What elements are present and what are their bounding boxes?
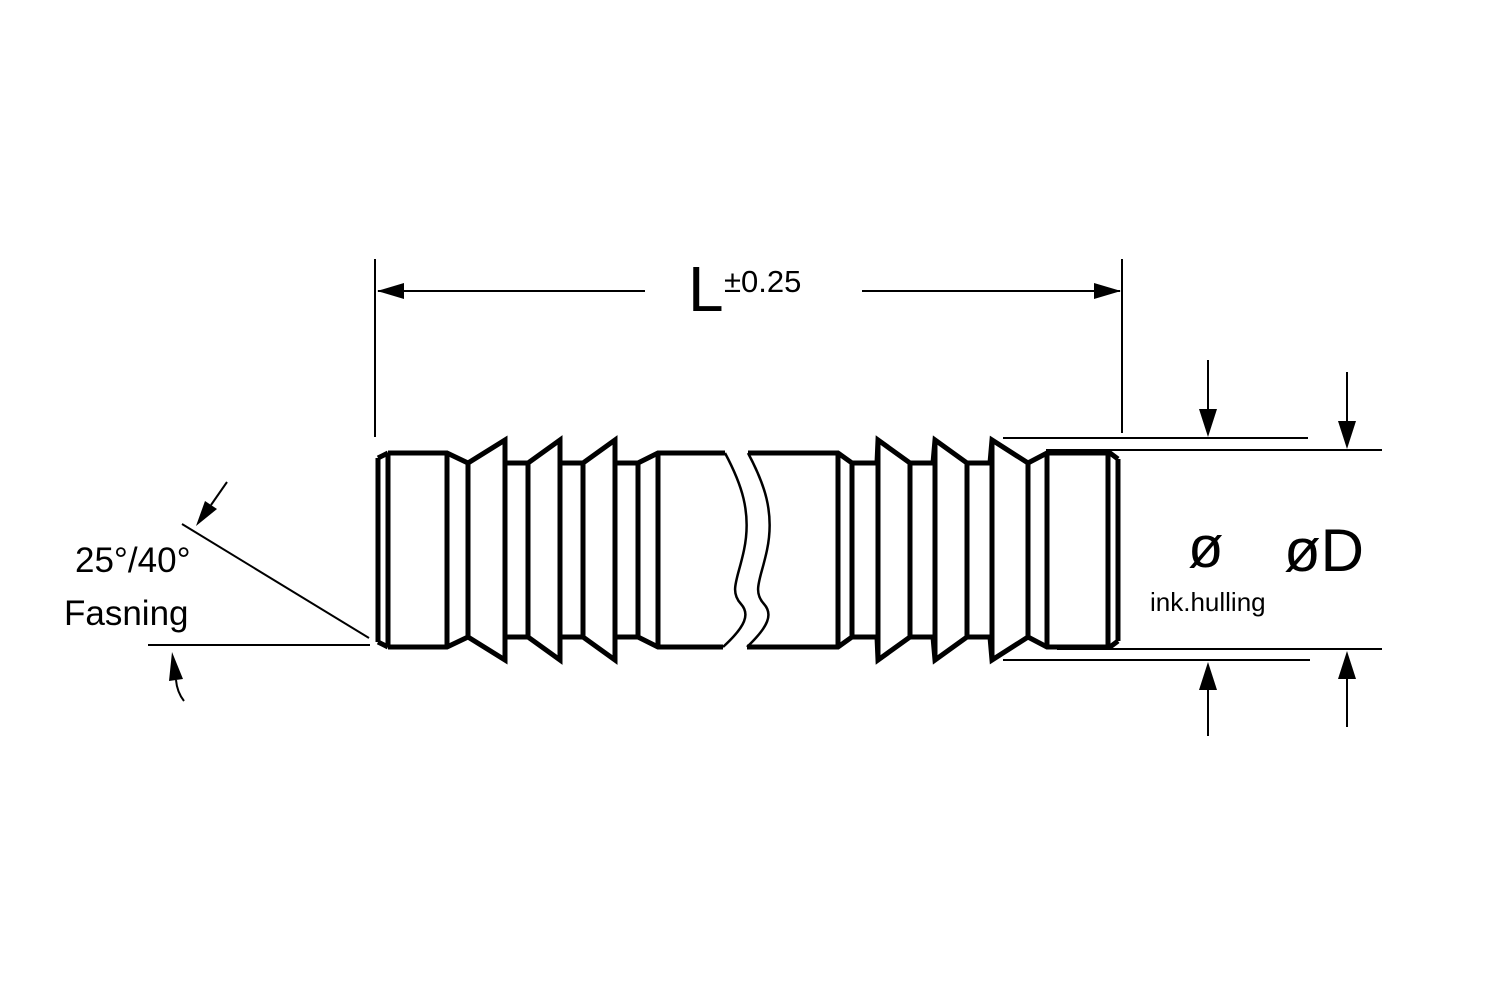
arrowhead-right <box>1094 283 1121 299</box>
barb-diameter-dimension <box>1003 360 1310 736</box>
left-end-cap <box>375 450 391 650</box>
arrowhead-up-body <box>1338 651 1356 679</box>
chamfer-word-text: Fasning <box>64 594 189 633</box>
chamfer-angle-dimension <box>148 481 370 702</box>
arrowhead-left <box>377 283 404 299</box>
right-end-cap <box>1105 453 1121 647</box>
arrowhead-chamfer-top <box>196 501 217 526</box>
part-outline <box>375 435 1121 665</box>
break-line-right <box>746 452 771 648</box>
arrowhead-down-barb <box>1199 409 1217 437</box>
barb-peak-lines <box>502 440 995 660</box>
length-tolerance: ±0.25 <box>724 264 802 299</box>
arrowhead-down-body <box>1338 421 1356 449</box>
break-line-left <box>722 452 748 648</box>
body-diameter-dimension <box>1046 372 1382 727</box>
diameter-step-lines-small <box>465 463 1031 637</box>
barb-profile-top-left <box>388 435 725 466</box>
diameter-step-lines-large <box>444 453 1050 647</box>
arrowhead-chamfer-bottom <box>169 652 183 681</box>
break-lines <box>722 452 771 648</box>
chamfer-angle-text: 25°/40° <box>75 541 191 580</box>
chamfer-leader-diagonal <box>181 523 370 639</box>
chamfer-arrow-shaft-bottom <box>175 679 185 702</box>
body-diameter-symbol: øD <box>1284 517 1364 584</box>
barb-diameter-symbol: ø <box>1188 515 1224 580</box>
barb-diameter-note: ink.hulling <box>1150 587 1266 617</box>
arrowhead-up-barb <box>1199 662 1217 690</box>
chamfer-arrow-shaft-top <box>210 481 228 506</box>
length-dimension <box>374 259 1123 437</box>
length-label: L <box>688 253 724 325</box>
barb-profile-bottom-left <box>388 634 723 665</box>
